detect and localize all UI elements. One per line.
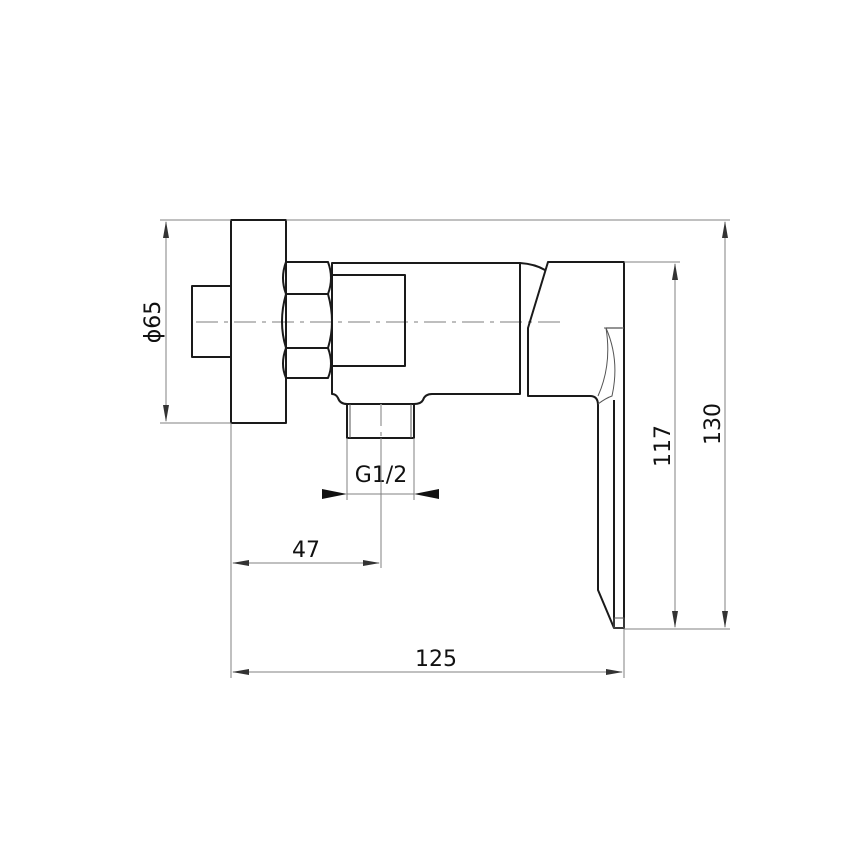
dimension-overall-height: 130 [286,219,730,630]
dimension-label-flange-diameter: ϕ65 [141,301,166,344]
dimension-label-overall-height: 130 [701,403,726,445]
dimension-overall-depth: 125 [232,629,625,678]
dimension-label-outlet-offset: 47 [292,538,320,563]
dimension-label-overall-depth: 125 [415,647,457,672]
outlet-thread [346,403,415,439]
dimension-label-lever-height: 117 [651,425,676,467]
lever-handle [527,261,625,629]
dimension-outlet-offset: 47 [230,423,382,678]
dimension-lever-height: 117 [624,261,680,628]
valve-body [331,262,546,405]
body-inner-cartridge [331,274,406,367]
wall-flange [230,219,287,424]
dimension-flange-diameter: ϕ65 [141,219,231,424]
hex-nut [281,261,333,379]
